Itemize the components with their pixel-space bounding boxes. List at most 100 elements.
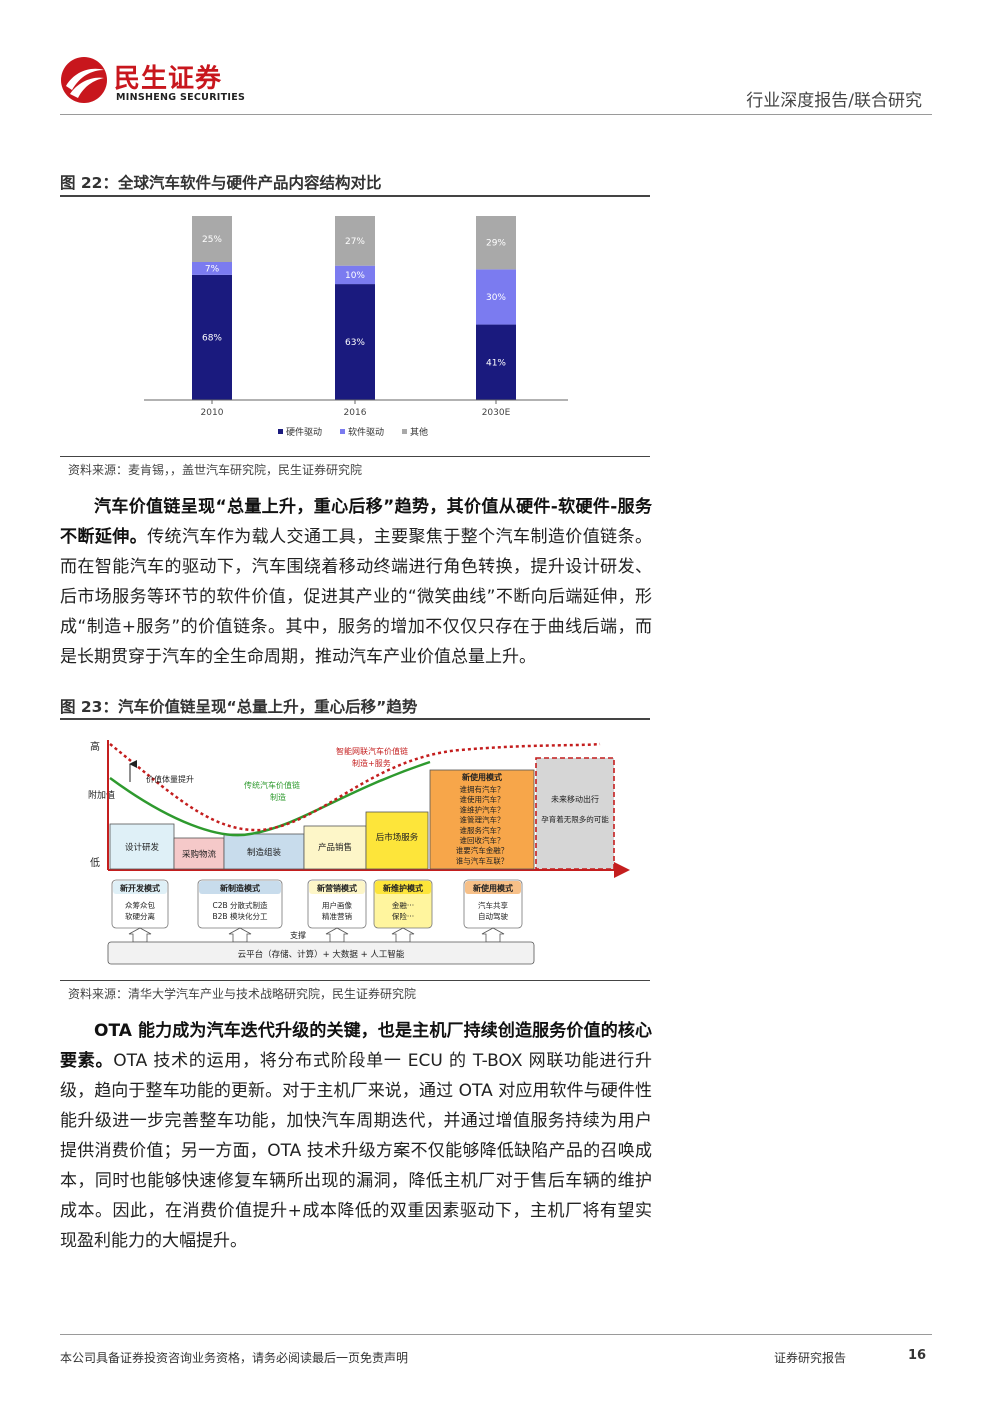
- bar-2016-series-2: [335, 216, 375, 266]
- support-arrow-icon: [391, 927, 415, 943]
- x-tick-label: 2010: [201, 408, 224, 418]
- stage-label-1: 设计研发: [125, 842, 160, 853]
- mode-title-1: 新制造模式: [220, 883, 260, 893]
- stage-procurement: [173, 837, 225, 870]
- new-use-item: 谁服务汽车？: [460, 825, 505, 835]
- figure-23-source: 资料来源：清华大学汽车产业与技术战略研究院，民生证券研究院: [68, 987, 417, 1001]
- legend-label-2: 其他: [410, 426, 428, 438]
- support-arrow-icon: [228, 927, 252, 943]
- bar-2016-series-1: [335, 265, 375, 285]
- figure-22-top-rule: [60, 195, 650, 197]
- figure-23-title: 图 23：汽车价值链呈现“总量上升，重心后移”趋势: [60, 698, 418, 716]
- paragraph-1-body: 传统汽车作为载人交通工具，主要聚焦于整个汽车制造价值链条。而在智能汽车的驱动下，…: [60, 527, 653, 667]
- value-chain-diagram: 高 附加值 低 设计研发 采购物流 制造组装 产品销售 后市场服务 新使用模式 …: [88, 740, 630, 965]
- mode-line1-2: 用户画像: [322, 900, 352, 910]
- legend-swatch-0: [278, 429, 283, 434]
- logo-english-name: MINSHENG SECURITIES: [116, 92, 246, 103]
- new-use-item: 谁回收汽车？: [460, 835, 505, 845]
- traditional-value-curve: [109, 760, 431, 837]
- bar-label-2010-series-0: 68%: [202, 333, 222, 343]
- bar-label-2016-series-0: 63%: [345, 338, 365, 348]
- figure-22-bottom-rule: [60, 456, 650, 457]
- new-use-item: 谁管理汽车？: [460, 815, 505, 825]
- stage-sales: [303, 825, 367, 870]
- figure-22-title: 图 22：全球汽车软件与硬件产品内容结构对比: [60, 174, 382, 192]
- bar-2030E-series-0: [476, 324, 516, 400]
- smart-value-curve: [109, 742, 601, 832]
- future-title: 未来移动出行: [551, 794, 599, 804]
- paragraph-1-lead: 汽车价值链呈现“总量上升，重心后移”趋势，其价值从硬件-软硬件-服务不断延伸。: [60, 497, 652, 547]
- paragraph-value-chain: 汽车价值链呈现“总量上升，重心后移”趋势，其价值从硬件-软硬件-服务不断延伸。传…: [60, 492, 652, 672]
- mode-line1-0: 众筹众包: [125, 900, 155, 910]
- bar-2010-series-1: [192, 262, 232, 275]
- mode-title-0: 新开发模式: [120, 883, 160, 893]
- bar-2030E-series-2: [476, 216, 516, 270]
- cloud-platform-label: 云平台（存储、计算）+ 大数据 + 人工智能: [238, 949, 405, 960]
- legend-swatch-1: [340, 429, 345, 434]
- mode-line1-4: 汽车共享: [478, 900, 508, 910]
- logo-chinese-name: 民生证券: [114, 64, 223, 94]
- bar-label-2030E-series-2: 29%: [486, 239, 506, 249]
- mode-line2-1: B2B 模块化分工: [213, 911, 268, 921]
- report-type: 行业深度报告/联合研究: [746, 91, 922, 111]
- cloud-platform-box: [107, 941, 535, 965]
- mode-box-header-3: [375, 881, 431, 894]
- header-divider: [60, 114, 932, 115]
- new-use-item: 谁与汽车互联？: [456, 855, 509, 865]
- legend-label-0: 硬件驱动: [286, 426, 322, 438]
- mode-box-header-0: [113, 881, 167, 894]
- trad-chain-label: 传统汽车价值链: [244, 780, 300, 790]
- new-use-item: 谁拥有汽车？: [460, 784, 505, 794]
- new-use-item: 谁维护汽车？: [460, 804, 505, 814]
- new-use-item: 谁要汽车金融？: [456, 845, 509, 855]
- mode-title-2: 新营销模式: [317, 883, 357, 893]
- support-arrow-icon: [481, 927, 505, 943]
- figure-23-bottom-rule: [60, 980, 650, 981]
- support-arrow-icon: [325, 927, 349, 943]
- mode-line2-2: 精准营销: [322, 911, 352, 921]
- support-arrow-icon: [128, 927, 152, 943]
- minsheng-logo-icon: [61, 57, 107, 103]
- legend-swatch-2: [402, 429, 407, 434]
- paragraph-2-lead: OTA 能力成为汽车迭代升级的关键，也是主机厂持续创造服务价值的核心要素。: [60, 1021, 652, 1071]
- new-use-item: 谁使用汽车？: [460, 794, 505, 804]
- page-number: 16: [908, 1348, 927, 1363]
- paragraph-ota: OTA 能力成为汽车迭代升级的关键，也是主机厂持续创造服务价值的核心要素。OTA…: [60, 1016, 652, 1256]
- figure-23-top-rule: [60, 718, 650, 720]
- y-mid-label: 附加值: [88, 789, 115, 801]
- mode-line2-0: 软硬分离: [125, 911, 155, 921]
- figure-22-source: 资料来源：麦肯锡，，盖世汽车研究院，民生证券研究院: [68, 463, 363, 477]
- stage-label-2: 采购物流: [182, 849, 217, 860]
- smart-chain-label: 智能网联汽车价值链: [336, 746, 408, 756]
- mode-box-header-2: [309, 881, 365, 894]
- support-label: 支撑: [290, 930, 306, 940]
- mode-line1-3: 金融···: [392, 900, 414, 910]
- bar-label-2016-series-1: 10%: [345, 271, 365, 281]
- stage-label-3: 制造组装: [247, 847, 282, 858]
- mode-title-4: 新使用模式: [473, 883, 513, 893]
- x-tick-label: 2016: [344, 408, 367, 418]
- stage-new-use: [429, 769, 535, 870]
- footer-divider: [60, 1334, 932, 1335]
- bar-2030E-series-1: [476, 269, 516, 325]
- footer-disclaimer: 本公司具备证券投资咨询业务资格，请务必阅读最后一页免责声明: [60, 1351, 409, 1365]
- bar-2010-series-0: [192, 274, 232, 400]
- bar-2010-series-2: [192, 216, 232, 262]
- x-tick-label: 2030E: [482, 408, 511, 418]
- stage-label-4: 产品销售: [318, 842, 352, 853]
- paragraph-2-body: OTA 技术的运用，将分布式阶段单一 ECU 的 T-BOX 网联功能进行升级，…: [60, 1051, 653, 1251]
- bar-label-2016-series-2: 27%: [345, 237, 365, 247]
- mode-line1-1: C2B 分散式制造: [212, 900, 268, 910]
- future-mobility-box: [535, 757, 615, 870]
- bar-label-2010-series-2: 25%: [202, 235, 222, 245]
- value-rise-label: 价值体量提升: [146, 774, 194, 784]
- future-text: 孕育着无限多的可能: [541, 814, 609, 824]
- y-high-label: 高: [90, 740, 100, 753]
- stage-aftermarket: [365, 811, 429, 870]
- mode-line2-4: 自动驾驶: [478, 911, 508, 921]
- smart-chain-sub: 制造+服务: [352, 758, 391, 768]
- stage-label-5: 后市场服务: [376, 832, 419, 843]
- bar-2016-series-0: [335, 284, 375, 400]
- stage-design: [109, 823, 175, 870]
